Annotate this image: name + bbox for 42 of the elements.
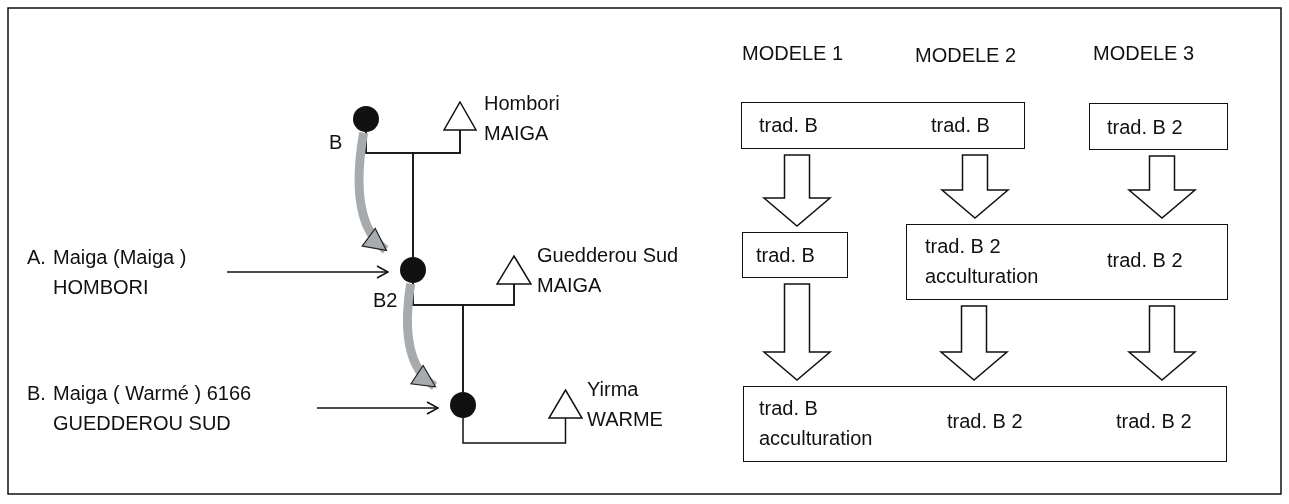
lineage-label: Maiga ( Warmé ) 6166 GUEDDEROU SUD (53, 381, 253, 436)
block-arrow (761, 283, 833, 381)
model-box (743, 386, 1227, 462)
edge-label: B2 (372, 290, 399, 310)
tradition-label: trad. B 2 (1107, 115, 1183, 140)
circle-symbol (352, 105, 380, 133)
marriage-line (462, 417, 567, 444)
tradition-label: trad. B 2 (1107, 248, 1183, 273)
lineage-label: Maiga (Maiga ) HOMBORI (53, 245, 188, 300)
model-box (906, 224, 1228, 300)
tradition-label: trad. B (756, 243, 815, 268)
circle-symbol (449, 391, 477, 419)
arrow (226, 265, 389, 279)
curved-arrow (402, 283, 438, 390)
column-heading: MODELE 1 (742, 41, 844, 66)
person-label: Guedderou Sud MAIGA (537, 243, 680, 298)
person-label: Yirma WARME (587, 377, 664, 432)
model-box (742, 232, 848, 278)
person-label: Hombori MAIGA (484, 91, 561, 146)
block-arrow (761, 154, 833, 227)
model-box (1089, 103, 1228, 150)
arrow (316, 401, 439, 415)
descent-line (462, 283, 515, 393)
column-heading: MODELE 3 (1093, 41, 1195, 66)
tradition-label: trad. B 2 (947, 409, 1023, 434)
model-box (741, 102, 1025, 149)
tradition-label: trad. B acculturation (759, 396, 874, 451)
curved-arrow (354, 132, 389, 254)
block-arrow (938, 305, 1010, 381)
tradition-label: trad. B (931, 113, 990, 138)
item-letter: B. (27, 381, 47, 406)
tradition-label: trad. B 2 (1116, 409, 1192, 434)
column-heading: MODELE 2 (915, 43, 1017, 68)
block-arrow (939, 154, 1011, 219)
descent-line (412, 129, 461, 258)
edge-label: B (328, 132, 344, 152)
item-letter: A. (27, 245, 47, 270)
block-arrow (1126, 155, 1198, 219)
block-arrow (1126, 305, 1198, 381)
tradition-label: trad. B (759, 113, 818, 138)
tradition-label: trad. B 2 acculturation (925, 234, 1040, 289)
circle-symbol (399, 256, 427, 284)
